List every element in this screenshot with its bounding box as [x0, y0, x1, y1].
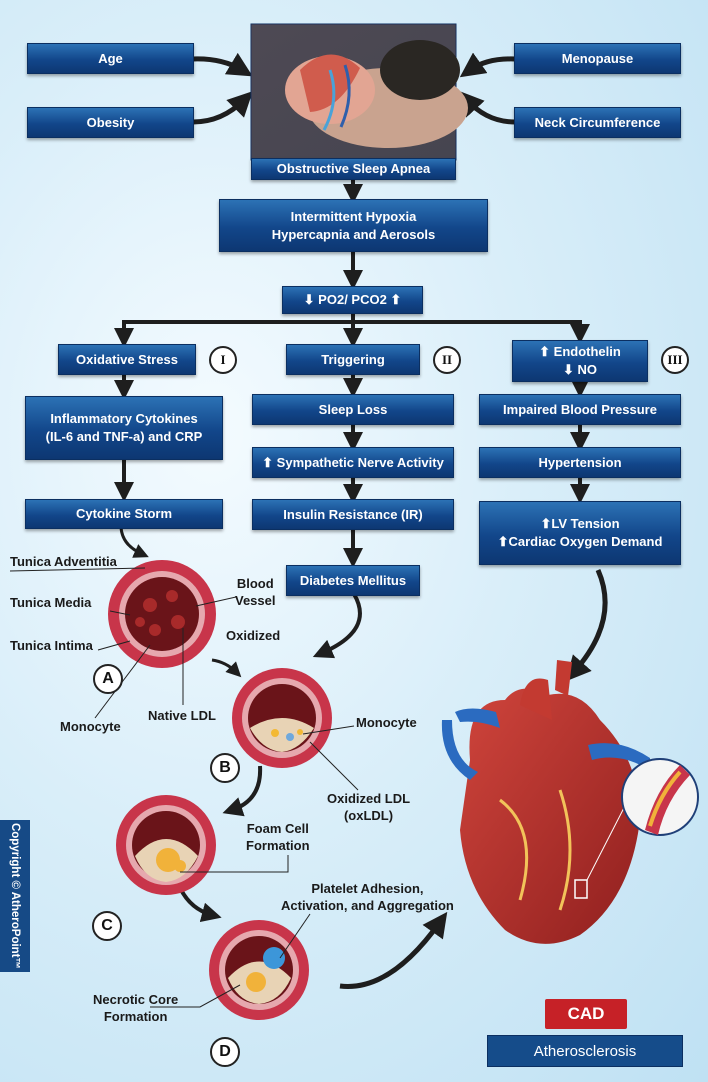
roman-ii: II	[433, 346, 461, 374]
osa-illustration	[250, 23, 468, 161]
neck-circumference-box: Neck Circumference	[514, 107, 681, 138]
insulin-resistance-box: Insulin Resistance (IR)	[252, 499, 454, 530]
arrow-menopause	[459, 52, 516, 78]
label-oxidized: Oxidized	[226, 628, 281, 643]
artery-b	[232, 668, 332, 768]
stage-b-badge: B	[210, 753, 240, 783]
label-monocyte-a: Monocyte	[60, 719, 121, 734]
arrow-obesity	[192, 91, 253, 125]
label-tunica-media: Tunica Media	[10, 595, 92, 610]
hypertension-box: Hypertension	[479, 447, 681, 478]
label-necrotic-core: Necrotic Core Formation	[93, 992, 179, 1024]
artery-d	[209, 920, 309, 1020]
label-platelet: Platelet Adhesion, Activation, and Aggre…	[281, 881, 454, 913]
arrow-age	[192, 52, 253, 77]
roman-iii: III	[661, 346, 689, 374]
arrow-neck	[458, 90, 516, 125]
artery-c	[116, 795, 216, 895]
label-foam-cell: Foam Cell Formation	[246, 821, 310, 853]
triggering-box: Triggering	[286, 344, 420, 375]
atherosclerosis-box: Atherosclerosis	[487, 1035, 683, 1067]
lv-tension-box: ⬆LV Tension ⬆Cardiac Oxygen Demand	[479, 501, 681, 565]
endothelin-box: ⬆ Endothelin ⬇ NO	[512, 340, 648, 382]
age-box: Age	[27, 43, 194, 74]
inflammatory-cytokines-box: Inflammatory Cytokines (IL-6 and TNF-a) …	[25, 396, 223, 460]
copyright-text: Copyright © AtheroPoint™	[9, 822, 22, 970]
label-blood-vessel: Blood Vessel	[235, 576, 276, 608]
heart-illustration	[441, 660, 699, 944]
obesity-box: Obesity	[27, 107, 194, 138]
po2-box: ⬇ PO2/ PCO2 ⬆	[282, 286, 423, 314]
hypoxia-box: Intermittent Hypoxia Hypercapnia and Aer…	[219, 199, 488, 252]
copyright-banner: Copyright © AtheroPoint™	[0, 820, 30, 972]
osa-box: Obstructive Sleep Apnea	[251, 158, 456, 180]
stage-a-badge: A	[93, 664, 123, 694]
stage-c-badge: C	[92, 911, 122, 941]
cytokine-storm-box: Cytokine Storm	[25, 499, 223, 529]
oxidative-stress-box: Oxidative Stress	[58, 344, 196, 375]
sympathetic-nerve-box: ⬆ Sympathetic Nerve Activity	[252, 447, 454, 478]
label-tunica-intima: Tunica Intima	[10, 638, 93, 653]
diabetes-mellitus-box: Diabetes Mellitus	[286, 565, 420, 596]
label-native-ldl: Native LDL	[148, 708, 216, 723]
cad-badge: CAD	[545, 999, 627, 1029]
stage-d-badge: D	[210, 1037, 240, 1067]
menopause-box: Menopause	[514, 43, 681, 74]
label-oxldl: Oxidized LDL (oxLDL)	[327, 791, 411, 823]
label-tunica-adventitia: Tunica Adventitia	[10, 554, 117, 569]
roman-i: I	[209, 346, 237, 374]
label-monocyte-b: Monocyte	[356, 715, 417, 730]
sleep-loss-box: Sleep Loss	[252, 394, 454, 425]
impaired-bp-box: Impaired Blood Pressure	[479, 394, 681, 425]
